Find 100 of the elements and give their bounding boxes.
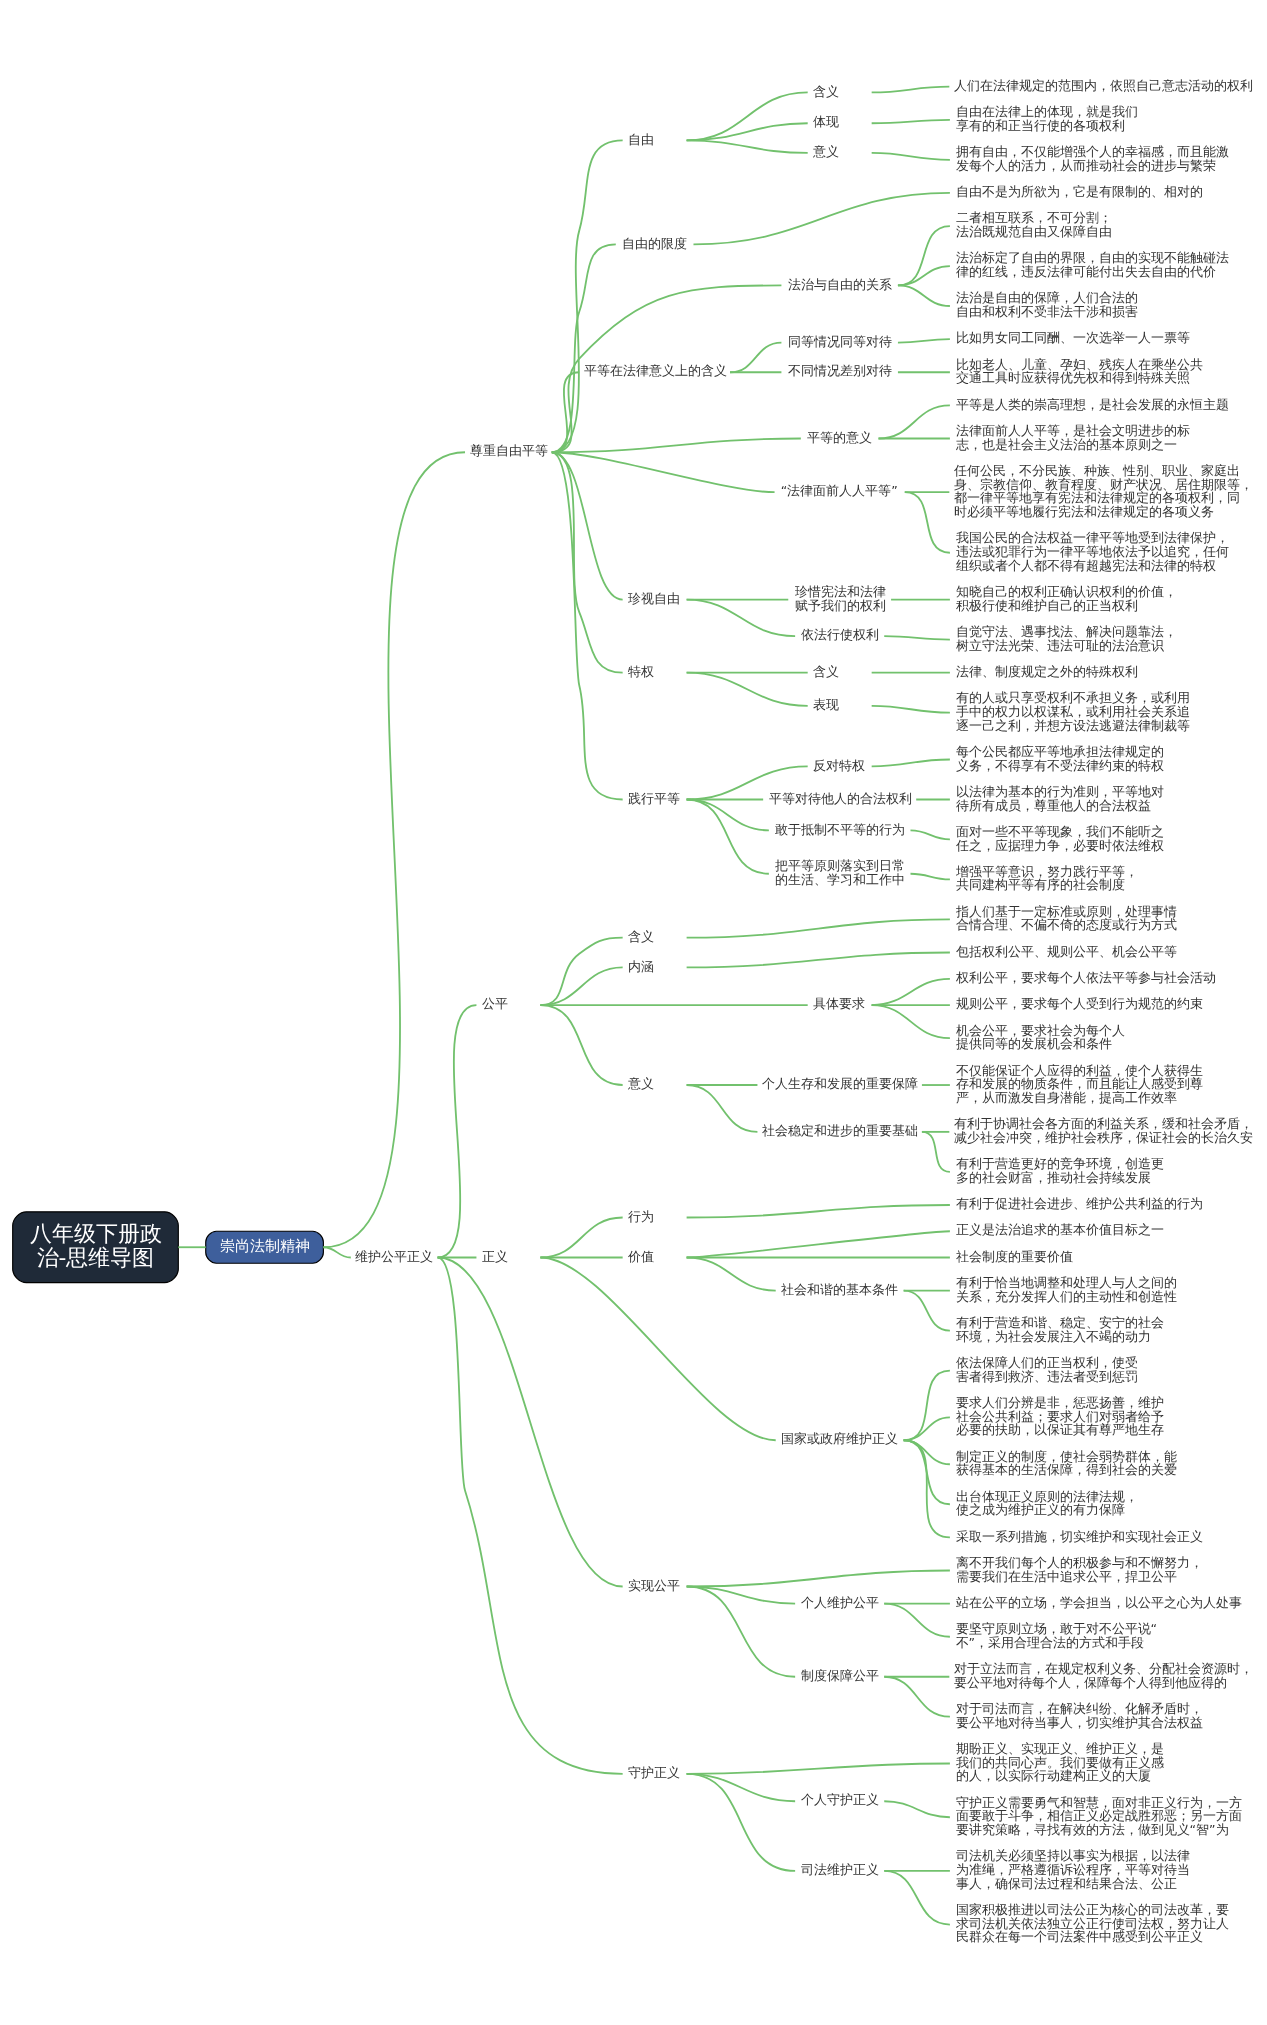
node-text: 实现公平 [628,1577,681,1593]
connector [897,265,951,287]
node-text: 守护正义需要勇气和智慧，面对非正义行为，一方面要敢于斗争，相信正义必定战胜邪恶；另一方面要讲究策略，寻找有效的方法，做到见义“智”为 [955,1794,1242,1838]
connector [890,598,951,601]
node-text: 法律面前人人平等，是社会文明进步的标志，也是社会主义法治的基本原则之一 [955,422,1190,452]
node-text: 敢于抵制不平等的行为 [775,821,906,837]
node-text: 自由 [628,131,655,147]
connector [685,1084,759,1133]
connector [436,1004,478,1259]
node-text: 期盼正义、实现正义、维护正义，是我们的共同心声。我们要做有正义感的人，以实际行动建构正义的大厦 [955,1741,1164,1784]
node-text: 具体要求 [813,996,866,1012]
node-text: 含义 [813,83,840,99]
connector [685,918,951,939]
node-text: 自由不是为所欲为，它是有限制的、相对的 [955,184,1203,200]
node-text: 社会制度的重要价值 [955,1248,1073,1264]
node-text: 公平 [482,996,509,1012]
connector [685,1585,797,1678]
node-text: 特权 [628,663,655,679]
node-text: 站在公平的立场，学会担当，以公平之心为人处事 [955,1594,1242,1610]
connector [539,1004,624,1086]
node-text: 意义 [813,144,840,160]
node-text: 表现 [813,697,840,712]
node-text: 自觉守法、遇事找法、解决问题靠法，树立守法光荣、违法可耻的法治意识 [955,623,1177,653]
node-text: 有利于协调社会各方面的利益关系，缓和社会矛盾，减少社会冲突，维护社会秩序，保证社会的长治久安 [953,1116,1253,1145]
connector [685,1204,951,1219]
node-text: 有利于营造更好的竞争环境，创造更多的社会财富，推动社会持续发展 [955,1156,1164,1185]
node-text: 不仅能保证个人应得的利益，使个人获得生存和发展的物质条件，而且能让人感受到尊严，从而激发自身潜能，提高工作效率 [955,1062,1203,1105]
connector [685,1256,777,1292]
node-text: 对于立法而言，在规定权利义务、分配社会资源时，要公平地对待每个人，保障每个人得到他应得的 [953,1661,1253,1690]
connector [550,451,624,801]
node-text: 国家或政府维护正义 [781,1431,899,1447]
node-text: 要坚守原则立场，敢于对不公平说“不”，采用合理合法的方式和手段 [955,1621,1158,1650]
node-text: 不同情况差别对待 [787,363,892,379]
connector [921,1130,951,1173]
connector [685,1772,797,1872]
connector [870,1004,951,1040]
node-text: 正义是法治追求的基本价值目标之一 [955,1222,1164,1238]
connector [897,338,951,344]
node-text: 比如老人、儿童、孕妇、残疾人在乘坐公共交通工具时应获得优先权和得到特殊关照 [955,356,1203,386]
connector [685,951,951,969]
node-text: 制定正义的制度，使社会弱势群体，能获得基本的生活保障，得到社会的关爱 [955,1448,1177,1478]
node-text: 行为 [628,1208,655,1224]
connector [902,1439,951,1539]
node-text: 含义 [628,928,655,944]
connector [322,1246,352,1259]
node-text: 平等在法律意义上的含义 [583,363,727,379]
node-text: 法律、制度规定之外的特殊权利 [955,663,1138,679]
connector [897,225,951,287]
node-text: 正义 [482,1248,509,1264]
node-text: 有利于营造和谐、稳定、安宁的社会环境，为社会发展注入不竭的动力 [955,1314,1164,1344]
connector [883,1602,951,1638]
node-text: 要求人们分辨是非，惩恶扬善，维护社会公共利益；要求人们对弱者给予必要的扶助，以保证其有尊严地生存 [955,1394,1164,1438]
connector [883,1870,951,1926]
node-text: 守护正义 [628,1765,681,1781]
connector [539,1216,624,1259]
connector [902,1289,951,1332]
connector [877,437,951,440]
connector [177,1246,207,1249]
connector [685,671,809,707]
connector [921,1084,951,1086]
node-text: 意义 [628,1076,655,1092]
node-text: 同等情况同等对待 [787,333,892,349]
connector [870,671,951,674]
node-text: 价值 [628,1248,655,1264]
connector [909,872,951,881]
connector [685,122,809,142]
node-text: 拥有自由，不仅能增强个人的幸福感，而且能激发每个人的活力，从而推动社会的进步与繁荣 [955,144,1229,173]
connector [883,1800,951,1819]
connector [915,798,951,801]
connector [550,451,776,494]
node-text: 反对特权 [813,757,866,773]
connector [870,704,951,714]
node-text: 以法律为基本的行为准则，平等地对待所有成员，尊重他人的合法权益 [955,783,1164,813]
node-text: 平等对待他人的合法权利 [768,790,912,806]
connector [539,1256,777,1442]
node-text: 法治标定了自由的界限，自由的实现不能触碰法律的红线，违反法律可能付出失去自由的代价 [955,250,1229,280]
connector [550,451,624,674]
node-text: 采取一系列措施，切实维护和实现社会正义 [955,1528,1203,1544]
node-text: 依法行使权利 [800,627,879,643]
node-text: 离不开我们每个人的积极参与和不懈努力，需要我们在生活中追求公平，捍卫公平 [955,1554,1203,1584]
node-text: “法律面前人人平等” [780,483,898,499]
node-text: 含义 [813,663,840,679]
node-text: 有利于恰当地调整和处理人与人之间的关系，充分发挥人们的主动性和创造性 [955,1274,1177,1304]
node-box: 八年级下册政治-思维导图 [12,1211,179,1284]
node-text: 规则公平，要求每个人受到行为规范的约束 [955,996,1203,1012]
node-text: 比如男女同工同酬、一次选举一人一票等 [955,330,1190,346]
node-text: 把平等原则落实到日常的生活、学习和工作中 [775,858,906,887]
node-text: 有的人或只享受权利不承担义务，或利用手中的权力以权谋私，或利用社会关系追逐一己之利，并想方设法逃避法律制裁等 [955,690,1190,733]
node-text: 社会稳定和进步的重要基础 [762,1123,918,1139]
connector [436,1256,624,1775]
node-text: 尊重自由平等 [469,443,548,459]
node-text: 司法维护正义 [800,1862,879,1878]
connector [903,491,951,554]
node-text: 践行平等 [628,790,681,806]
node-text: 法治是自由的保障，人们合法的自由和权利不受非法干涉和损害 [955,290,1138,320]
node-text: 制度保障公平 [800,1667,879,1683]
connector [877,404,951,440]
connector [897,371,951,374]
node-text: 有利于促进社会进步、维护公共利益的行为 [955,1196,1203,1212]
node-text: 平等的意义 [807,429,873,445]
